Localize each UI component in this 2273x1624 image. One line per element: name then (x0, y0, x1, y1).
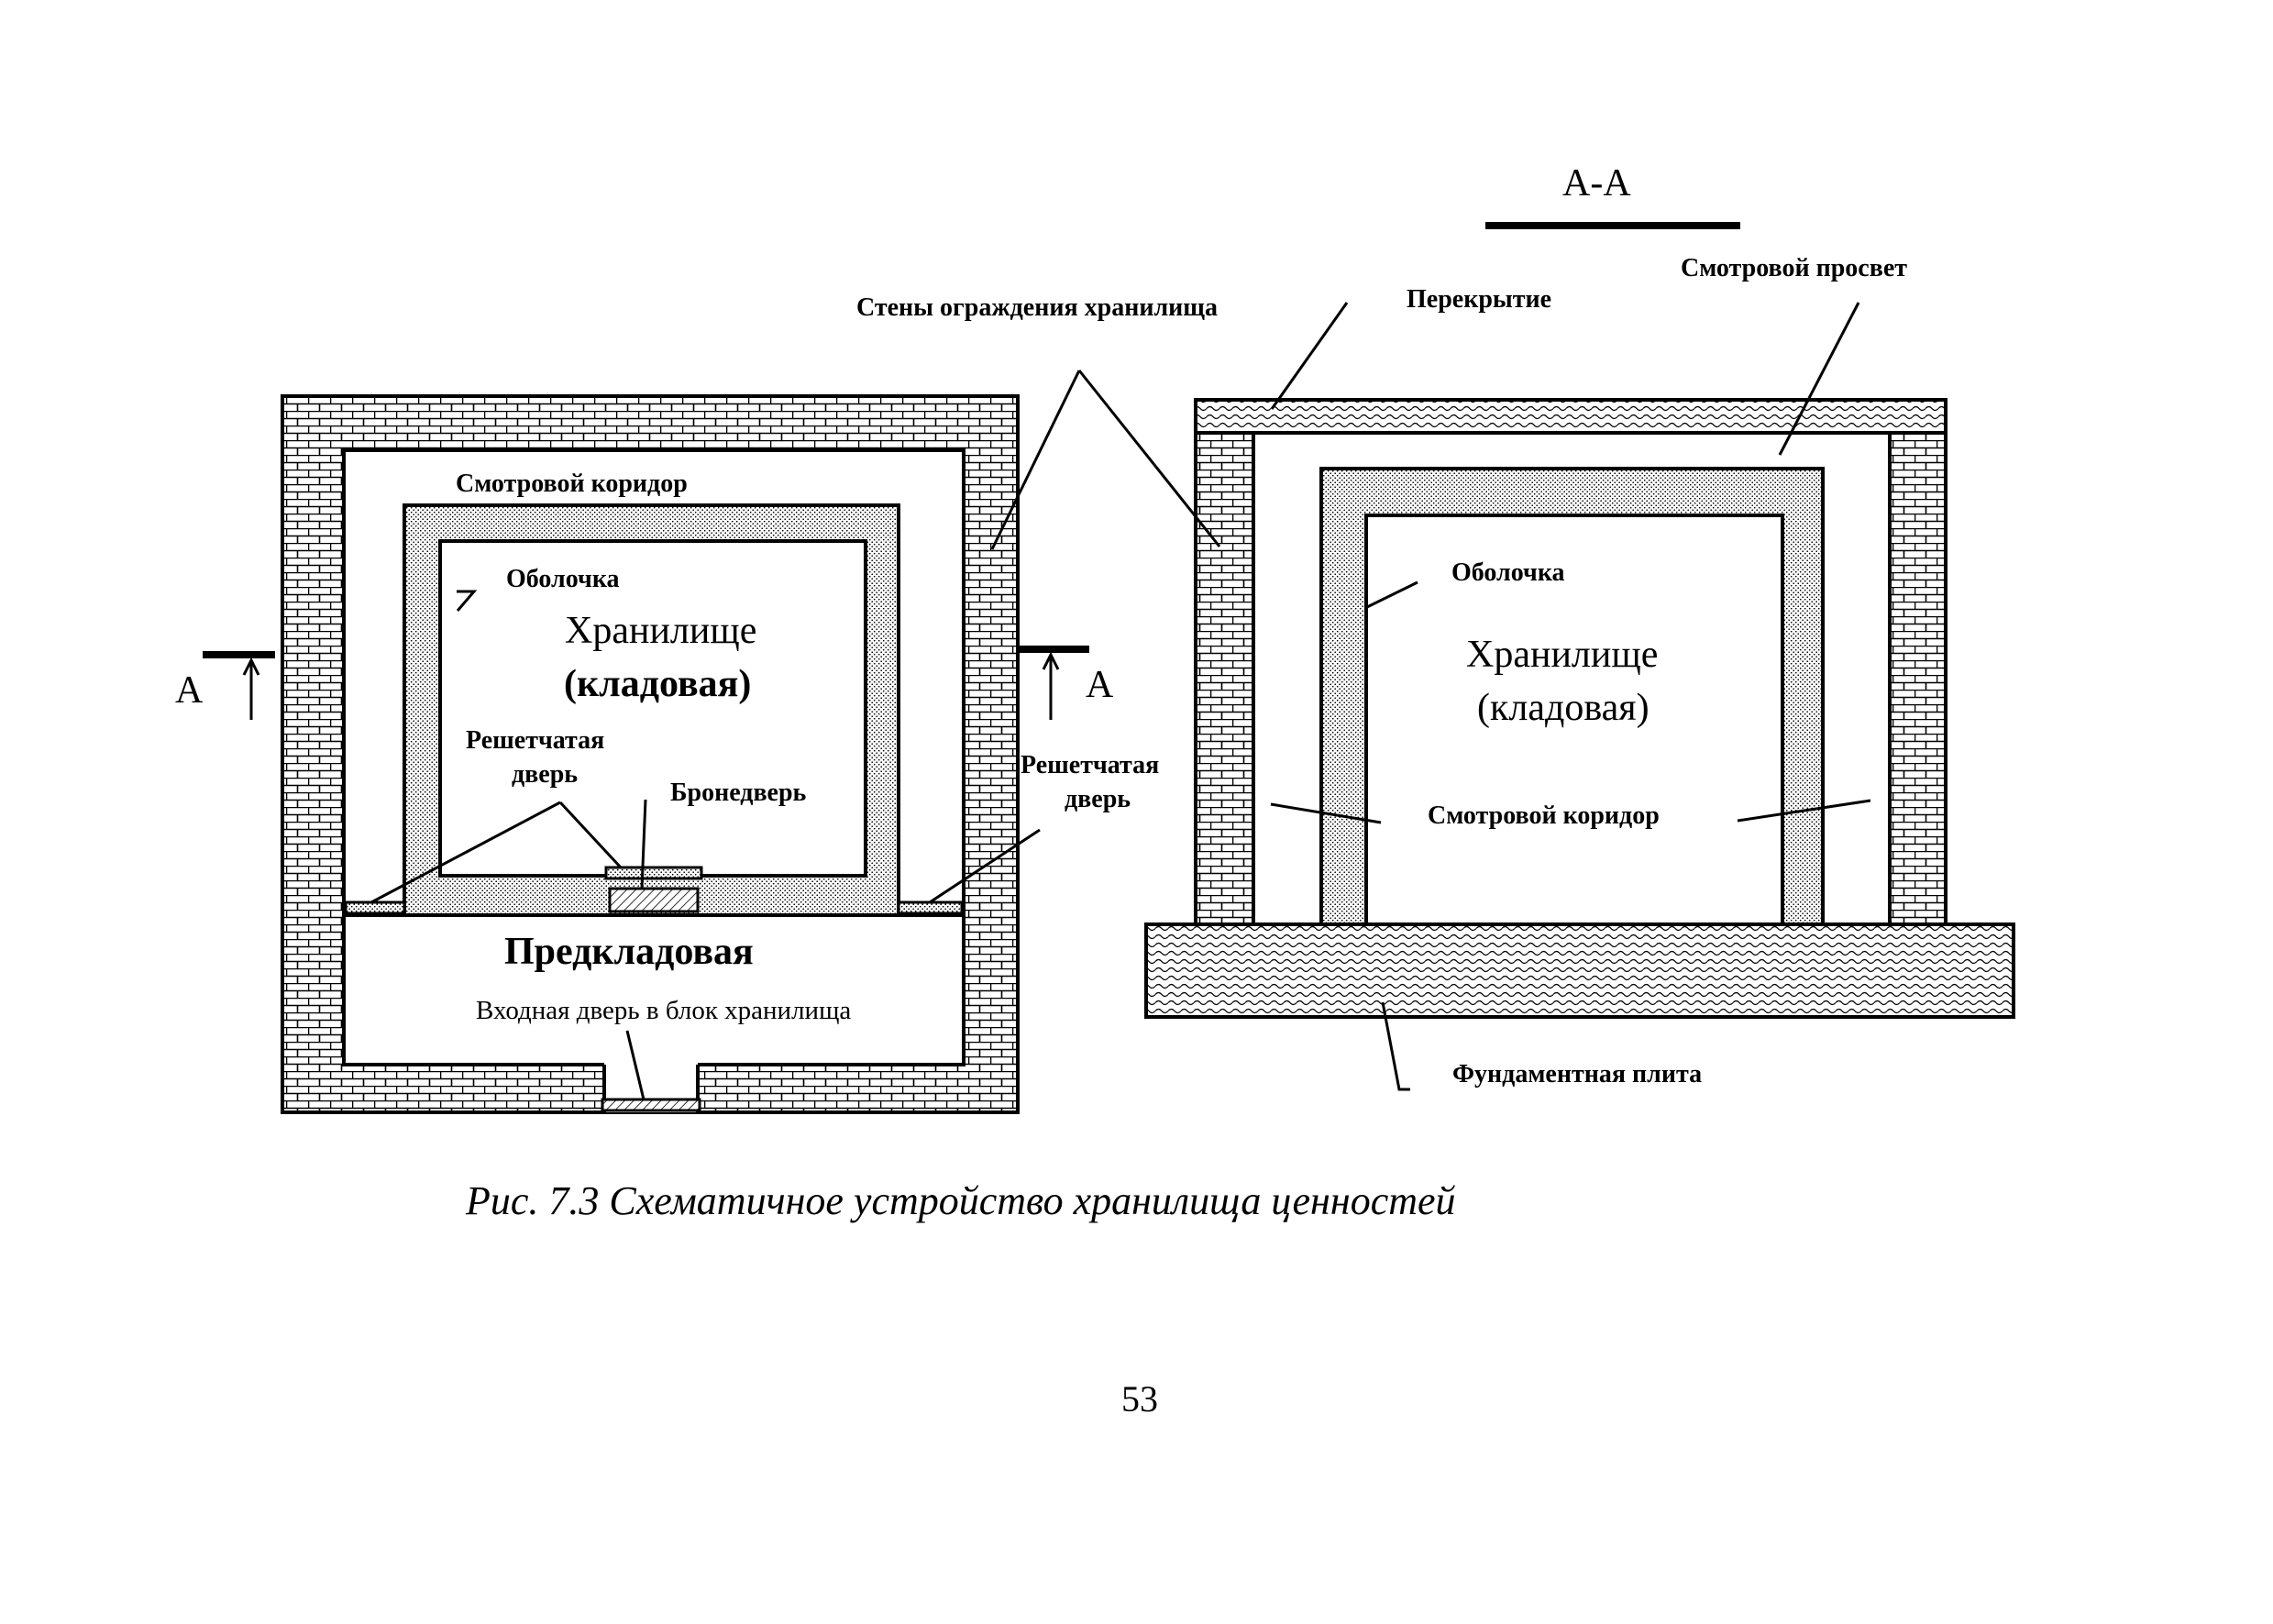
plan-entrance-door-label: Входная дверь в блок хранилища (476, 996, 851, 1025)
figure-caption: Рис. 7.3 Схематичное устройство хранилищ… (465, 1178, 1456, 1223)
plan-view: Смотровой коридор Оболочка Хранилище (кл… (175, 293, 1218, 1114)
plan-leader-lines (370, 370, 1081, 1100)
plan-grate-door-label-line1: Решетчатая (466, 726, 604, 755)
grate-door-left-icon (344, 900, 406, 915)
section-mark-right-label: А (1086, 664, 1114, 706)
section-ceiling-label: Перекрытие (1407, 285, 1551, 314)
section-vault-label-line1: Хранилище (1466, 634, 1658, 676)
plan-corridor-label: Смотровой коридор (456, 470, 688, 498)
armored-door-icon (608, 887, 700, 913)
section-foundation-label: Фундаментная плита (1452, 1060, 1702, 1088)
vault-grate-door-icon (604, 866, 703, 880)
section-left-brick-wall (1194, 431, 1255, 927)
section-view: А-А Перекрытие Смотровой просвет Оболочк… (1077, 162, 2015, 1091)
section-leader-lines (1077, 302, 1871, 1091)
plan-antechamber-label: Предкладовая (504, 931, 754, 973)
plan-grate-door-label-line2: дверь (512, 760, 578, 789)
section-ceiling-slab (1194, 398, 1947, 435)
section-right-brick-wall (1888, 431, 1947, 927)
walls-label: Стены ограждения хранилища (856, 293, 1218, 322)
plan-outer-brick-wall (281, 394, 1020, 1114)
section-vault-label-line2: (кладовая) (1477, 687, 1650, 729)
section-title: А-А (1562, 162, 1631, 204)
section-foundation-slab (1144, 922, 2015, 1019)
plan-armored-door-label: Бронедверь (670, 779, 807, 807)
section-mark-right (1018, 646, 1089, 720)
entrance-door-icon (601, 1098, 701, 1112)
page-number: 53 (1121, 1378, 1158, 1420)
plan-shell-label: Оболочка (506, 565, 620, 593)
plan-grate-door-right-label-line1: Решетчатая (1021, 751, 1159, 779)
section-mark-left-label: А (175, 669, 204, 712)
plan-vault-label-line2: (кладовая) (564, 663, 751, 705)
section-mark-left (203, 651, 275, 720)
plan-grate-door-right-label-line2: дверь (1065, 785, 1131, 813)
section-viewing-gap-label: Смотровой просвет (1681, 254, 1907, 282)
plan-vault-room (438, 539, 867, 878)
grate-door-right-icon (897, 900, 964, 915)
plan-vault-label-line1: Хранилище (565, 610, 756, 652)
section-shell-label: Оболочка (1451, 558, 1565, 587)
section-corridor-label: Смотровой коридор (1428, 801, 1660, 830)
